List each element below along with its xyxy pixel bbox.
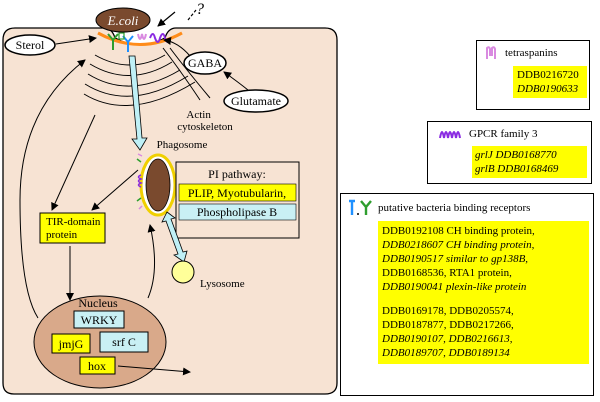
lysosome-label: Lysosome xyxy=(200,278,245,290)
gene-wrky-box xyxy=(73,310,125,329)
legend-gpcr-entry: grlJ DDB0168770 xyxy=(475,149,557,161)
gene-srfc-box xyxy=(99,331,149,353)
gene-srfc-label: srf C xyxy=(112,335,136,349)
legend-receptors-line: DDB0168536, RTA1 protein, xyxy=(382,267,512,279)
legend-receptors-title: putative bacteria binding receptors xyxy=(378,202,531,214)
glutamate-label: Glutamate xyxy=(231,94,281,108)
legend-receptors: putative bacteria binding receptors DDB0… xyxy=(340,193,594,396)
legend-receptors-line: DDB0192108 CH binding protein, xyxy=(382,225,535,237)
legend-tetraspanins-list: DDB0216720 DDB0190633 xyxy=(513,66,587,98)
actin-label: Actin cytoskeleton xyxy=(177,109,233,133)
gpcr-icon xyxy=(439,131,461,139)
question-mark: ? xyxy=(196,1,204,18)
internalization-arrow xyxy=(128,55,148,151)
nucleus-label: Nucleus xyxy=(78,296,118,310)
legend-receptors-list: DDB0192108 CH binding protein, DDB021860… xyxy=(378,221,589,364)
tetraspanin-icon xyxy=(486,46,496,59)
legend-tetraspanins-entry: DDB0216720 xyxy=(517,69,579,81)
legend-receptors-line: DDB0190517 similar to gp138B, xyxy=(382,253,529,265)
tir-domain-box xyxy=(39,212,106,244)
tetraspanin-icon xyxy=(137,33,147,40)
legend-gpcr-list: grlJ DDB0168770 grlB DDB0168469 xyxy=(472,146,587,178)
gaba-label: GABA xyxy=(188,56,222,70)
pi-pathway-item2: Phospholipase B xyxy=(197,205,277,219)
gene-hox-label: hox xyxy=(88,359,106,373)
legend-receptors-line: DDB0187877, DDB0217266, xyxy=(382,319,514,331)
lysosome xyxy=(171,260,195,284)
legend-receptors-line: DDB0218607 CH binding protein, xyxy=(382,239,535,251)
gene-hox-box xyxy=(79,356,116,375)
legend-gpcr: GPCR family 3 grlJ DDB0168770 grlB DDB01… xyxy=(427,121,592,184)
receptor-icon xyxy=(107,32,134,52)
legend-gpcr-entry: grlB DDB0168469 xyxy=(475,163,559,175)
ecoli-label: E.coli xyxy=(107,13,139,28)
receptor-icon xyxy=(349,199,372,215)
legend-receptors-line: DDB0190107, DDB0216613, xyxy=(382,333,513,345)
glutamate-node xyxy=(223,89,289,113)
ecoli-bacterium xyxy=(95,7,151,33)
legend-tetraspanins-entry: DDB0190633 xyxy=(517,83,579,95)
legend-receptors-line: DDB0189707, DDB0189134 xyxy=(382,347,510,359)
pi-pathway-item1: PLIP, Myotubularin, xyxy=(188,186,286,200)
membrane-band xyxy=(97,31,183,46)
phagosome-bacterium xyxy=(145,158,171,212)
gene-wrky-label: WRKY xyxy=(81,313,118,327)
legend-receptors-line: DDB0169178, DDB0205574, xyxy=(382,305,514,317)
sterol-label: Sterol xyxy=(16,38,45,52)
legend-tetraspanins-title: tetraspanins xyxy=(505,47,558,59)
legend-receptors-line: DDB0190041 plexin-like protein xyxy=(382,281,527,293)
legend-tetraspanins: tetraspanins DDB0216720 DDB0190633 xyxy=(476,40,590,110)
legend-gpcr-title: GPCR family 3 xyxy=(469,128,538,140)
gene-jmjg-label: jmjG xyxy=(58,337,84,351)
phagosome-label: Phagosome xyxy=(157,139,208,151)
gaba-node xyxy=(183,51,227,75)
sterol-node xyxy=(4,34,56,56)
pi-pathway-title: PI pathway: xyxy=(208,167,266,181)
tir-domain-label: TIR-domain protein xyxy=(46,216,103,241)
gene-jmjg-box xyxy=(51,333,91,354)
